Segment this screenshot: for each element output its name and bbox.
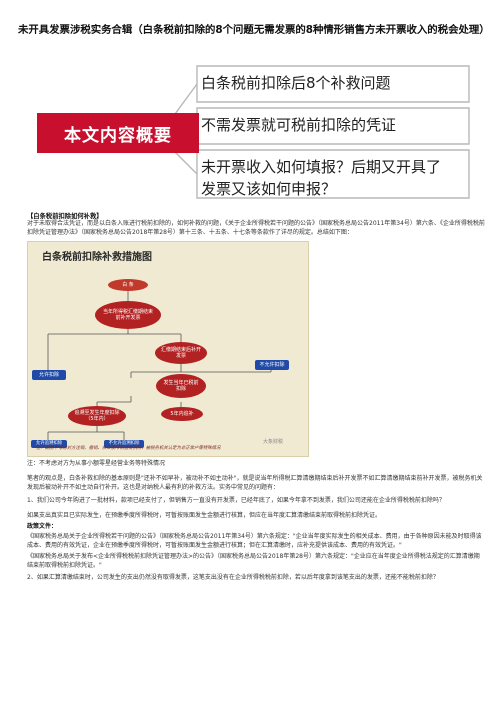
section-heading: 【白条税前扣除如何补救】 (27, 213, 103, 220)
node-after-deadline: 汇缴期结束后补开发票 (155, 342, 207, 364)
node-allow-trace: 允许追溯扣除 (31, 440, 67, 448)
author-view-paragraph: 笔者的观点是，白条补救扣除的基本原则是"还补不如早补，被动补不如主动补"，就是说… (27, 475, 483, 491)
diagram-watermark: 大象财税 (263, 439, 284, 445)
page-title: 未开具发票涉税实务合辑（白条税前扣除的8个问题无需发票的8种情形销售方未开票收入… (18, 24, 490, 36)
summary-item-2: 不需发票就可税前扣除的凭证 (201, 116, 397, 134)
flow-diagram: 白条税前扣除补救措施图 白 条 当年所得税汇缴期结束前补开发票 汇缴期结束后补开… (27, 241, 309, 457)
summary-label: 本文内容概要 (37, 113, 199, 153)
question-2: 2、如果汇算清缴结束时，公司发生的支出仍然没有取得发票，这笔支出没有在企业所得税… (27, 574, 439, 581)
answer-1: 如果支出真实且已实际发生，在预缴季度所得税时，可暂按账面发生金额进行核算，但应在… (27, 512, 382, 519)
node-not-allow-trace: 不允许追溯扣除 (104, 440, 144, 448)
note-line: 注：不考虑对方为从事小额零星经营业务等特殊情况 (27, 460, 166, 467)
node-trace-back: 追溯至发生年度扣除（5年内） (68, 406, 126, 426)
diagram-title: 白条税前扣除补救措施图 (42, 252, 152, 263)
policy-heading: 政策文件： (27, 523, 58, 530)
intro-paragraph: 对于未取得合法凭证，而是以白条入账进行税前扣除的，如何补救的问题，《关于企业所得… (27, 220, 485, 236)
flow-connectors (47, 289, 272, 440)
diagram-note: 注：此图不考虑对方注销、撤销、依法被吊销营业执照、被税务机关认定为非正常户等特殊… (36, 446, 221, 451)
node-start: 白 条 (108, 279, 148, 291)
summary-item-1: 白条税前扣除后8个补救问题 (201, 74, 391, 92)
policy-paragraph-2: 《国家税务总局关于发布<企业所得税税前扣除凭证管理办法>的公告》（国家税务总局公… (27, 553, 480, 569)
node-five-years: 5年内追补 (161, 407, 203, 421)
node-before-deadline: 当年所得税汇缴期结束前补开发票 (95, 301, 161, 329)
summary-banner: 本文内容概要 白条税前扣除后8个补救问题 不需发票就可税前扣除的凭证 未开票收入… (25, 62, 473, 202)
policy-paragraph-1: 《国家税务总局关于企业所得税若干问题的公告》（国家税务总局公告2011年第34号… (27, 533, 482, 549)
summary-item-3: 未开票收入如何填报？后期又开具了发票又该如何申报？ (201, 158, 442, 198)
question-1: 1、我们公司今年购进了一批材料，款项已经支付了，但销售方一直没有开发票，已经年底… (27, 497, 445, 504)
node-not-allow-deduct: 不允许扣除 (255, 360, 289, 370)
node-allow-deduct: 允许扣除 (32, 370, 66, 380)
node-deducted-this-year: 发生当年已税前扣除 (156, 374, 206, 398)
